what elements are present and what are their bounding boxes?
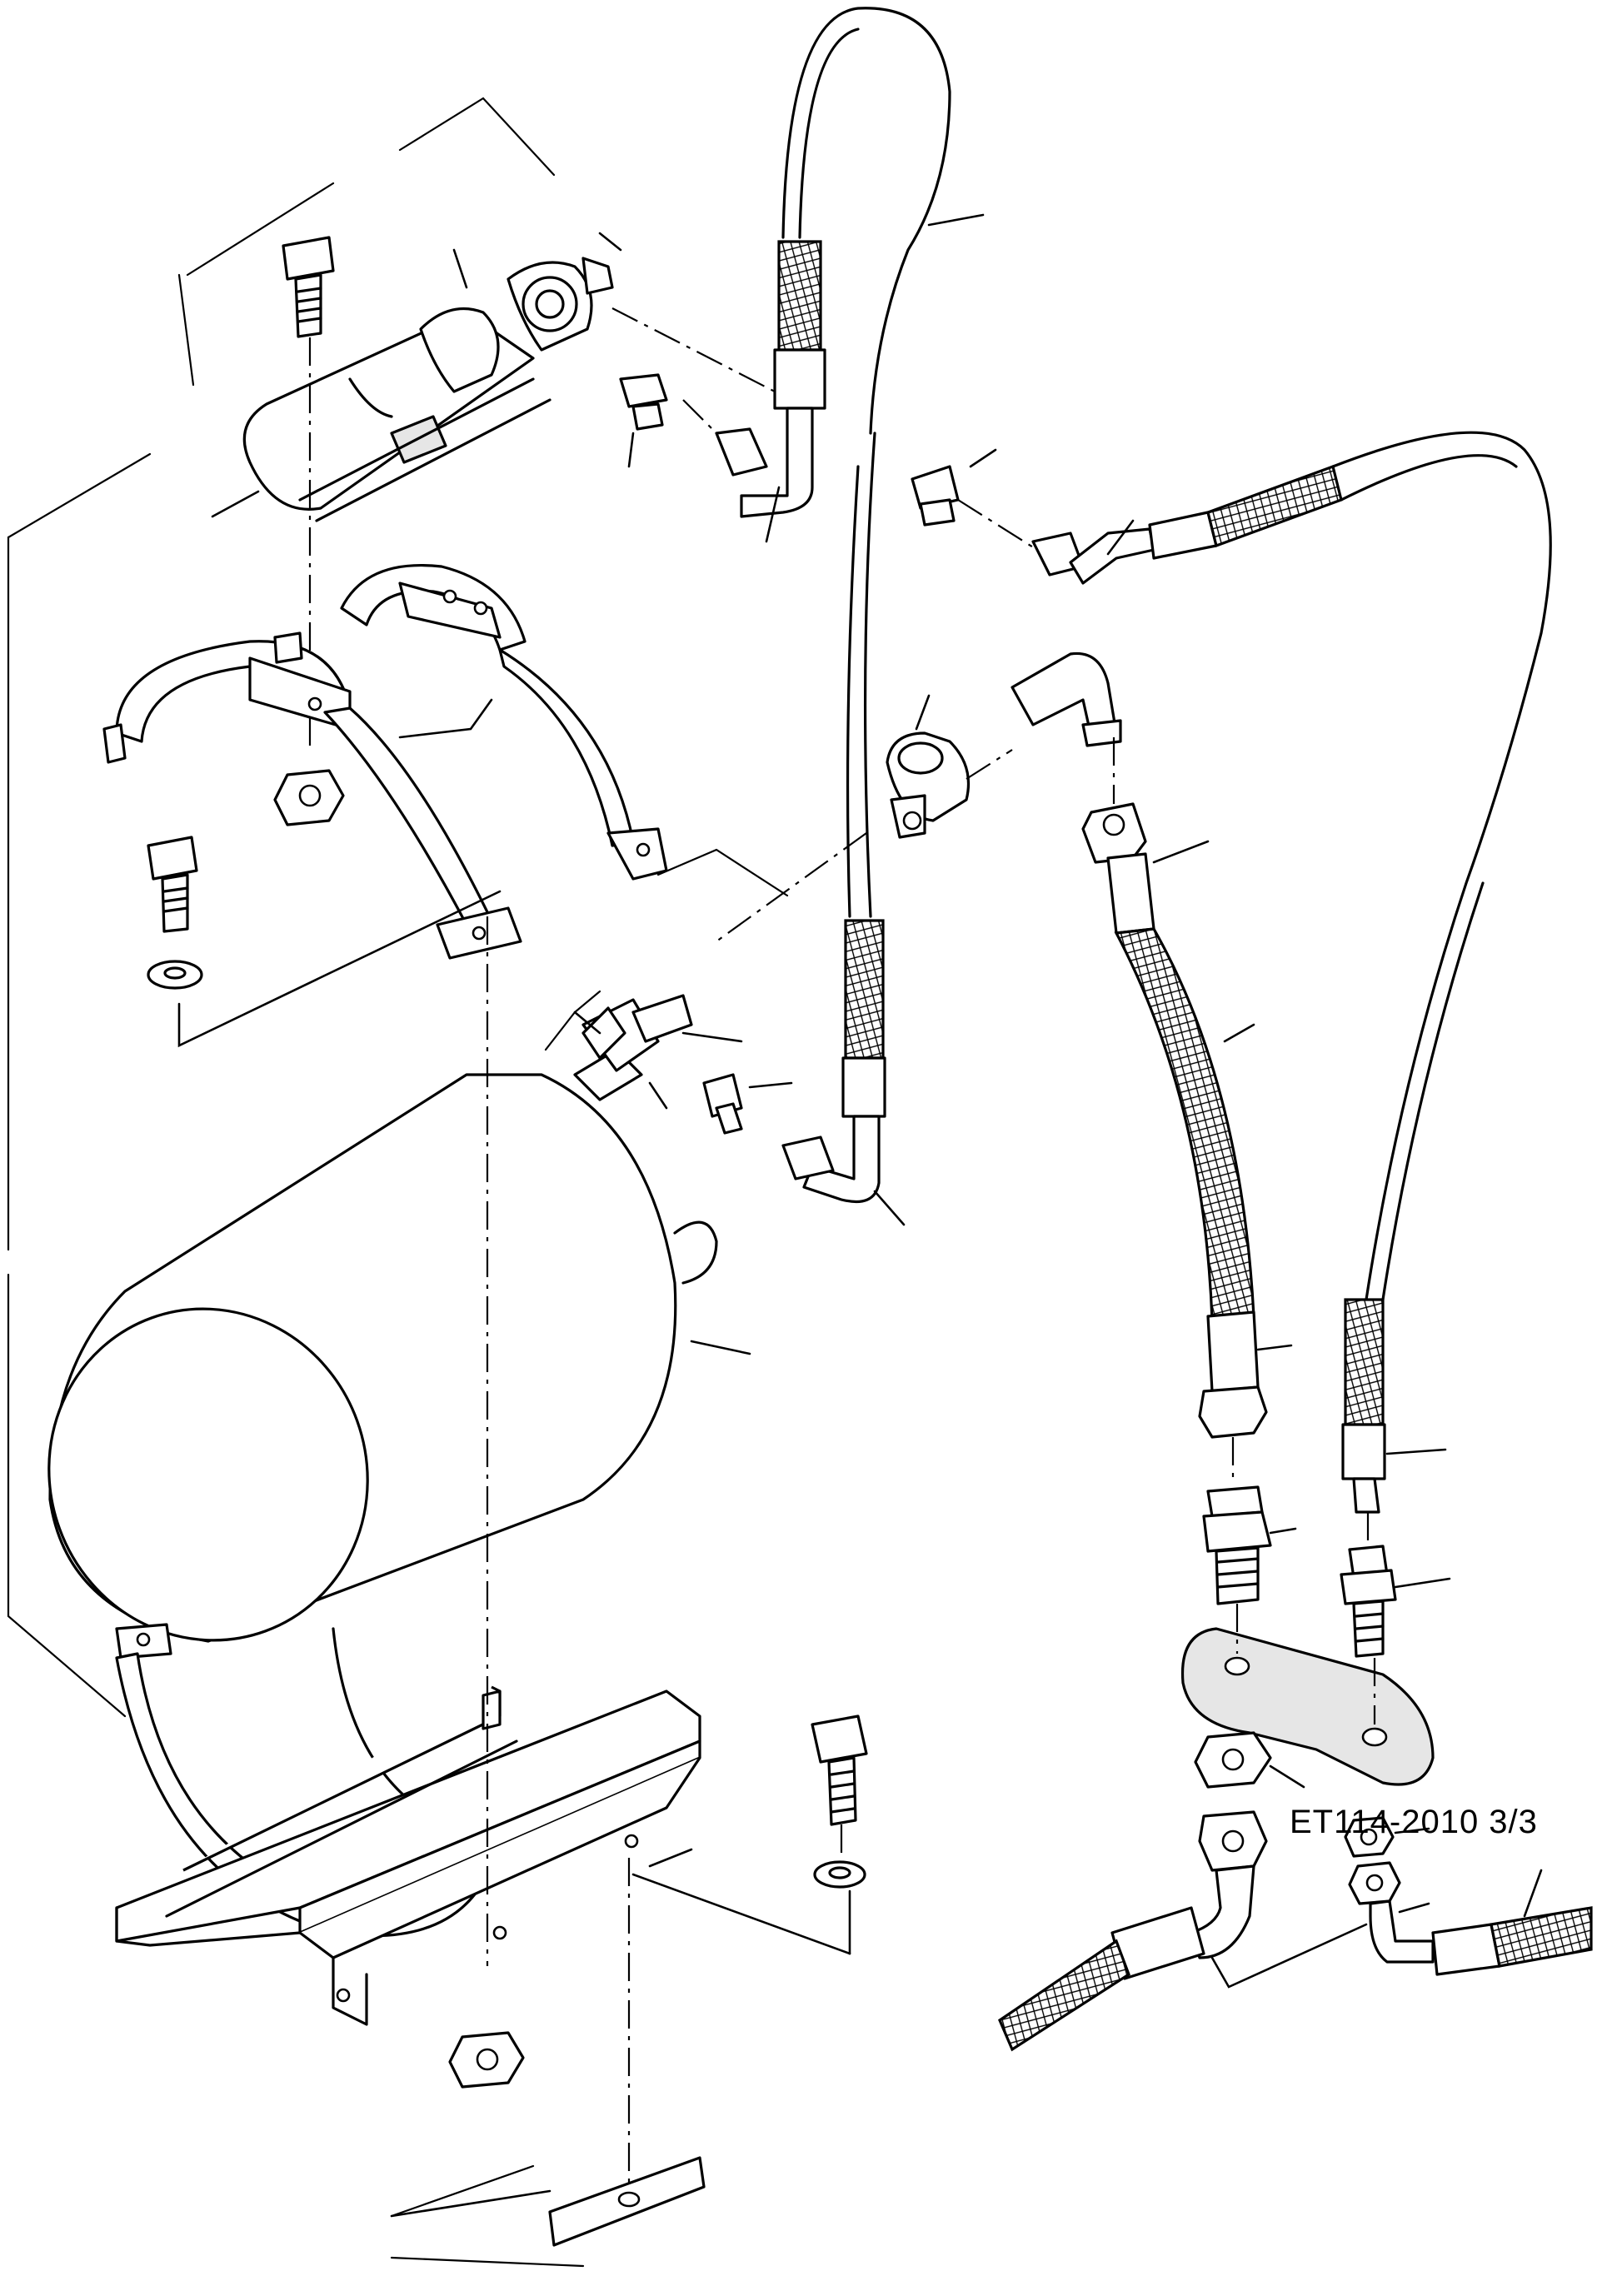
leader-line [627, 432, 635, 468]
hose-right-loop [911, 431, 1552, 1301]
mounting-bracket [115, 1685, 701, 2026]
bulkhead-fitting-left [1202, 1485, 1272, 1605]
leader-line [1385, 1448, 1447, 1455]
leader-line [648, 1081, 668, 1110]
leader-line [873, 1190, 906, 1226]
tank-tee-fitting [581, 994, 693, 1072]
nut-bottom [448, 2031, 525, 2089]
centre-line [611, 307, 776, 392]
mounting-plate [1180, 1627, 1435, 1786]
leader-line [1398, 1902, 1430, 1914]
centre-line [966, 749, 1013, 780]
leader-line [1223, 1023, 1255, 1043]
leader-line [452, 248, 468, 289]
leader-line [573, 1011, 601, 1035]
centre-line [716, 832, 867, 942]
nut-plate-left [1194, 1731, 1272, 1789]
hose-thick-right [1081, 802, 1268, 1439]
leader-line [969, 448, 997, 468]
centre-line [682, 399, 717, 434]
leader-line [177, 890, 502, 1048]
leader-line [690, 1340, 751, 1355]
leader-line [748, 1081, 793, 1089]
leader-line [1256, 1344, 1293, 1351]
centre-line [957, 499, 1038, 551]
fitting-upper-left [619, 373, 668, 431]
upper-clamp-bands [102, 563, 668, 960]
leader-line [631, 1873, 851, 1955]
leader-line [1152, 840, 1210, 864]
nut-plate-right [1344, 1816, 1395, 1858]
leader-line [765, 486, 781, 543]
leader-line [927, 213, 985, 227]
elbow-middle [781, 1136, 835, 1180]
leader-line [1394, 1827, 1430, 1834]
leader-line [1269, 1527, 1297, 1535]
elbow-fitting-right [1011, 651, 1122, 747]
leader-line [398, 698, 493, 739]
bolt-left-washer [147, 836, 203, 990]
leader-line [390, 2189, 551, 2218]
hose-thin-right [1341, 1298, 1386, 1514]
hose-top [740, 7, 951, 518]
connector-mid [702, 1073, 743, 1135]
leader-line [1394, 1577, 1451, 1589]
elbow-upper [715, 427, 768, 477]
nut-upper [273, 769, 345, 826]
frame-lines [7, 97, 789, 2268]
support-plate-bottom [548, 2156, 706, 2247]
elbow-lower-right [1348, 1861, 1593, 1976]
bolt-top-left [282, 236, 335, 338]
leader-line [598, 232, 622, 252]
elbow-lower-left [998, 1810, 1268, 2052]
leader-line [1106, 519, 1135, 556]
bolt-lower-right [811, 1715, 868, 1889]
drawing-reference-label: ET114-2010 3/3 [1290, 1804, 1538, 1840]
check-valve [886, 731, 971, 839]
bulkhead-fitting-right [1340, 1545, 1397, 1658]
leader-line [915, 694, 931, 731]
small-air-tank [242, 257, 614, 522]
hose-middle [802, 432, 886, 1204]
leader-line [648, 1848, 693, 1868]
leader-line [211, 490, 260, 518]
leader-line [1523, 1869, 1543, 1918]
leader-line [681, 1031, 743, 1043]
main-air-tank [47, 1048, 718, 1643]
leader-line [1210, 1923, 1368, 1989]
leader-line [1269, 1764, 1305, 1789]
